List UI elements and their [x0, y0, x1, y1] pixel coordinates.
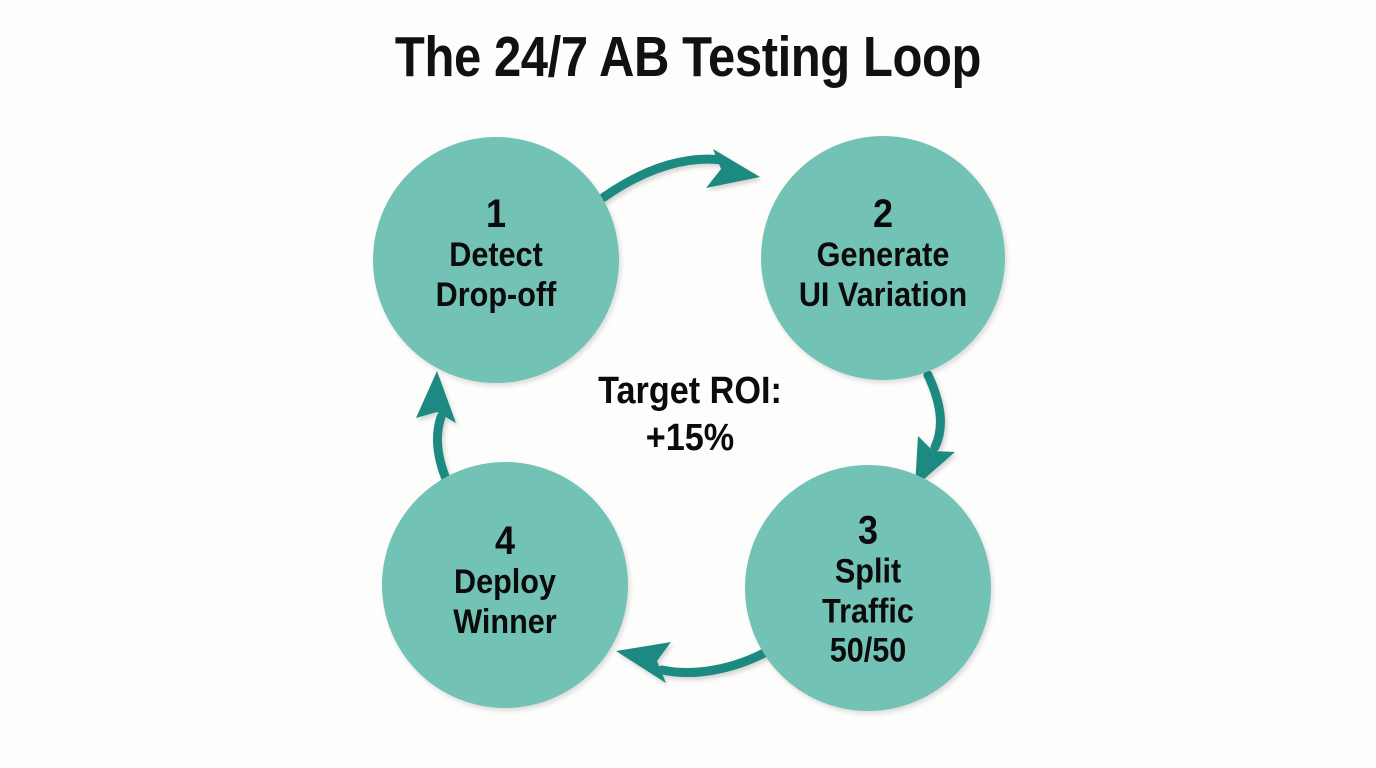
node-3-label-line2: Traffic: [822, 591, 914, 630]
arrow-generate-to-split: [915, 370, 955, 487]
arrow-split-to-deploy: [616, 642, 775, 683]
center-target-roi-label: Target ROI: +15%: [498, 368, 882, 462]
node-4-content: 4 Deploy Winner: [345, 518, 665, 642]
node-4-number: 4: [494, 518, 516, 563]
node-4-label-line1: Deploy: [453, 563, 557, 602]
arrow-detect-to-generate: [599, 149, 760, 202]
node-1-content: 1 Detect Drop-off: [336, 191, 656, 315]
node-2-content: 2 Generate UI Variation: [723, 191, 1043, 315]
center-label-line2: +15%: [645, 417, 735, 460]
node-3-label-line1: Split: [834, 552, 902, 591]
node-3-content: 3 Split Traffic 50/50: [708, 509, 1028, 671]
node-detect-drop-off[interactable]: 1 Detect Drop-off: [373, 137, 619, 383]
node-2-label-line2: UI Variation: [798, 275, 968, 314]
node-1-number: 1: [485, 191, 507, 236]
node-3-number: 3: [857, 508, 879, 553]
node-generate-ui-variation[interactable]: 2 Generate UI Variation: [761, 136, 1005, 380]
node-deploy-winner[interactable]: 4 Deploy Winner: [382, 462, 628, 708]
node-1-label-line1: Detect: [449, 236, 543, 275]
center-label-line1: Target ROI:: [598, 370, 782, 412]
node-split-traffic[interactable]: 3 Split Traffic 50/50: [745, 465, 991, 711]
node-1-label-line2: Drop-off: [435, 275, 557, 314]
node-4-label-line2: Winner: [453, 602, 557, 641]
node-2-number: 2: [872, 191, 894, 236]
node-2-label-line1: Generate: [816, 236, 950, 275]
node-3-label-line3: 50/50: [829, 631, 907, 670]
page-title: The 24/7 AB Testing Loop: [394, 25, 982, 89]
